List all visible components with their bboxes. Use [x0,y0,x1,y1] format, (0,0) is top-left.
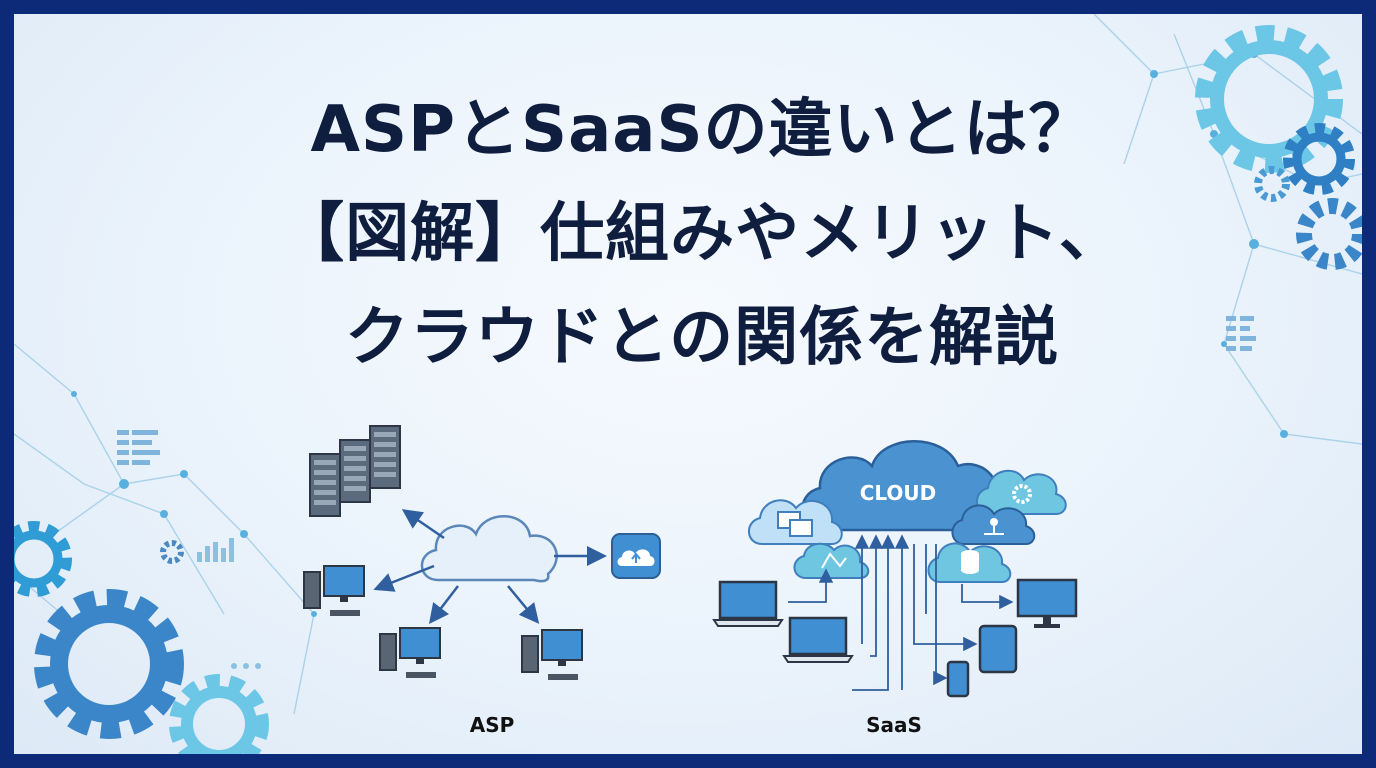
gear-icon-large [34,589,184,739]
list-icon [117,430,160,465]
server-rack-icon [309,425,401,517]
saas-arrows [788,534,1014,691]
title-line-2: 【図解】仕組みやメリット、 [280,197,1124,271]
settings-cloud-icon [976,469,1067,515]
gear-icon-edge-right [1296,198,1362,270]
laptop-icon [782,616,854,664]
bar-chart-icon [197,538,234,562]
window-cloud-icon [748,499,843,545]
desktop-pc-icon [303,565,365,617]
desktop-pc-icon [521,629,583,681]
smartphone-icon [946,660,970,698]
laptop-icon [712,580,784,628]
cloud-label: CLOUD [860,481,937,505]
title-line-1: ASPとSaaSの違いとは？ [310,93,1094,167]
tablet-icon [978,624,1018,674]
gear-icon-medium [169,674,269,754]
database-cloud-icon [927,542,1012,583]
comparison-diagram: ASP CLOUD [303,425,1078,737]
gear-icon-small-right [1254,166,1290,202]
monitor-icon [1016,578,1078,630]
background-decoration [14,14,1362,754]
gear-icon-medium-right [1283,123,1355,195]
gear-icon-small [14,521,72,597]
dots-decoration [231,663,261,669]
network-cloud-icon [951,504,1036,545]
desktop-pc-icon [379,627,441,679]
saas-label: SaaS [866,713,922,737]
gear-icon-large-right [1195,25,1343,173]
page-title: ASPとSaaSの違いとは？ 【図解】仕組みやメリット、 クラウドとの関係を解説 [14,78,1362,390]
asp-arrows [373,509,607,624]
list-icon-right [1226,316,1256,351]
network-cloud-icon [793,542,870,579]
title-line-3: クラウドとの関係を解説 [344,301,1060,375]
cloud-icon [420,515,558,583]
saas-diagram: CLOUD [712,440,1078,737]
upload-cloud-icon [611,533,661,579]
gear-icon-tiny [160,540,184,564]
main-cloud: CLOUD [801,440,1006,532]
asp-diagram: ASP [303,425,661,737]
asp-label: ASP [470,713,515,737]
